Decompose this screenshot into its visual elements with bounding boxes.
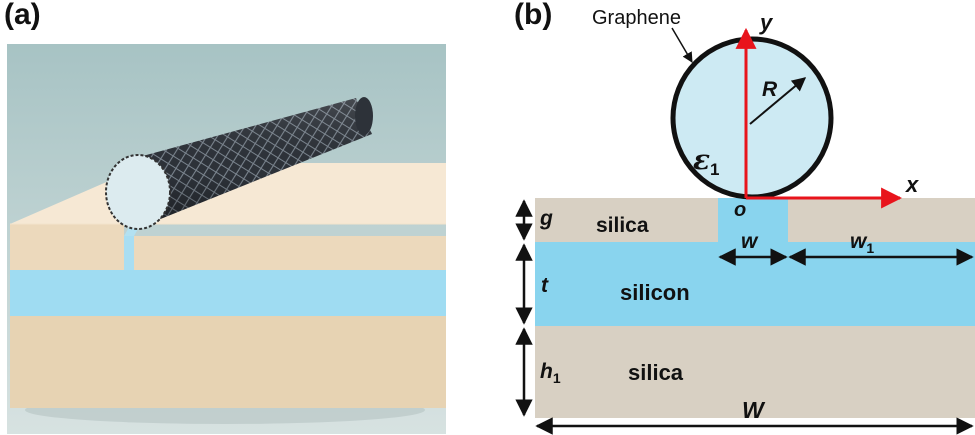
total-width-label: W (742, 397, 766, 423)
g-dim-label: g (539, 207, 553, 230)
front-slot (124, 236, 134, 270)
panel-b-schematic: Graphene y x R ε1 o g silica t silicon h… (515, 7, 975, 435)
radius-arrow (749, 77, 807, 125)
slot-region (718, 198, 788, 242)
gap-silica-right (788, 198, 975, 242)
substrate-silica (535, 326, 975, 418)
x-axis-label: x (905, 172, 919, 197)
panel-a-label: (a) (4, 0, 41, 31)
graphene-tube-end-cap (105, 154, 171, 230)
gap-silica-left (535, 198, 718, 242)
front-silica-left (10, 224, 124, 270)
front-silicon-layer (10, 270, 446, 316)
graphene-tube-far-end (355, 97, 373, 135)
silicon-layer (535, 242, 975, 326)
core-material-label: silicon (620, 280, 690, 305)
graphene-label: Graphene (592, 7, 681, 29)
graphene-pointer (671, 27, 693, 63)
front-silica-bottom (10, 316, 446, 408)
radius-label: R (762, 78, 778, 101)
front-silica-right (134, 236, 446, 270)
substrate-material-label: silica (628, 360, 684, 385)
y-axis-label: y (759, 10, 774, 35)
panel-a-illustration (7, 44, 446, 434)
side-width-label: w1 (850, 230, 874, 256)
h1-dim-label: h1 (540, 360, 561, 386)
origin-label: o (734, 199, 746, 221)
panel-b-label: (b) (514, 0, 553, 31)
epsilon-label: ε1 (693, 143, 720, 179)
t-dim-label: t (541, 274, 549, 297)
slot-width-label: w (741, 230, 759, 253)
gap-material-label: silica (596, 214, 649, 237)
